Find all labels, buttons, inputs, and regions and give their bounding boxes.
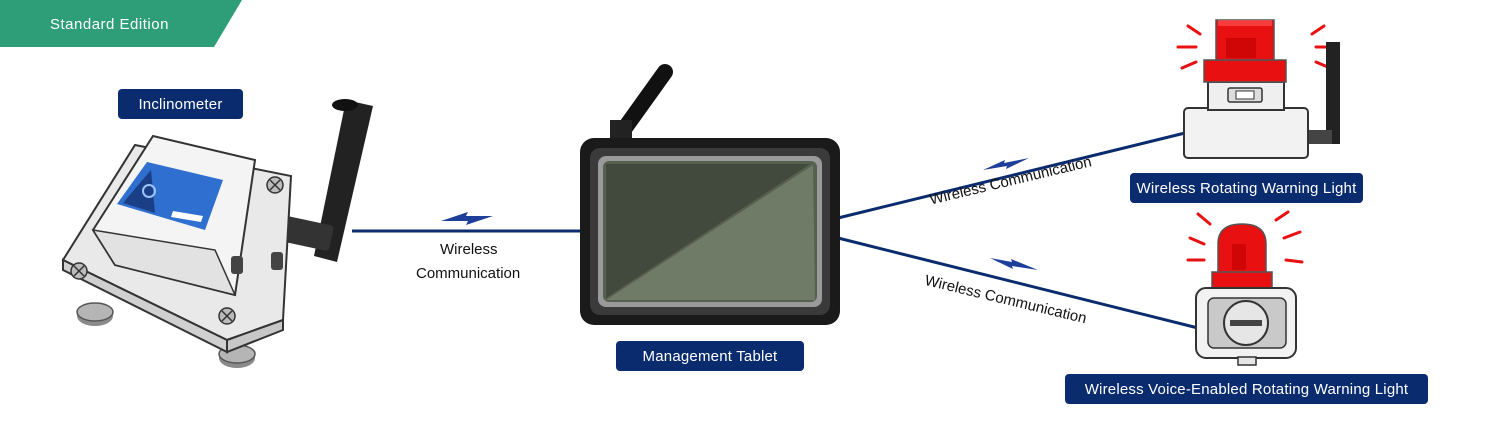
screw-icon bbox=[70, 262, 88, 280]
lightning-icon bbox=[441, 212, 493, 225]
tablet-device bbox=[580, 64, 840, 325]
inclinometer-device bbox=[61, 99, 373, 368]
link-tablet-rotating-light bbox=[837, 131, 1186, 220]
edition-label: Standard Edition bbox=[50, 16, 169, 33]
lightning-icon bbox=[983, 158, 1029, 170]
comm-label-inclinometer-line1: Wireless bbox=[440, 241, 498, 258]
voice-light-label: Wireless Voice-Enabled Rotating Warning … bbox=[1065, 374, 1428, 404]
rotating-warning-light-device bbox=[1176, 19, 1340, 159]
antenna-icon bbox=[1304, 42, 1340, 144]
comm-label-inclinometer-line2: Communication bbox=[416, 265, 521, 282]
antenna-icon bbox=[280, 99, 373, 262]
speaker-icon bbox=[1223, 300, 1269, 346]
edition-tag-shape bbox=[0, 0, 242, 47]
screw-icon bbox=[266, 176, 284, 194]
screw-icon bbox=[218, 307, 236, 325]
tablet-label: Management Tablet bbox=[616, 341, 804, 371]
light-rays-icon bbox=[1186, 210, 1304, 264]
rotating-light-label: Wireless Rotating Warning Light bbox=[1130, 173, 1363, 203]
inclinometer-label: Inclinometer bbox=[118, 89, 243, 119]
edition-tag: Standard Edition bbox=[0, 0, 245, 48]
voice-warning-light-device bbox=[1186, 210, 1304, 366]
link-tablet-voice-light bbox=[837, 236, 1199, 330]
antenna-icon bbox=[610, 64, 673, 142]
lightning-icon bbox=[990, 258, 1038, 270]
